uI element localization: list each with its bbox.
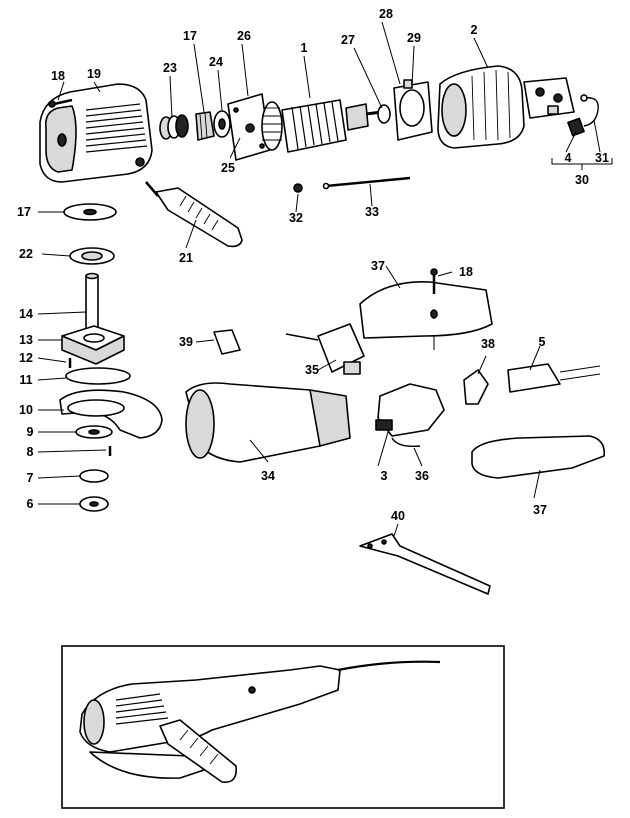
callout-13: 13 xyxy=(19,333,33,347)
gear-head-housing-19 xyxy=(39,83,153,183)
callout-35: 35 xyxy=(305,363,319,377)
callout-10: 10 xyxy=(19,403,33,417)
washer-22 xyxy=(69,247,115,265)
switch-3 xyxy=(375,383,445,437)
callout-25: 25 xyxy=(221,161,235,175)
callout-23: 23 xyxy=(163,61,177,75)
o-ring-11 xyxy=(65,367,131,385)
callout-21: 21 xyxy=(179,251,193,265)
stator-2 xyxy=(437,65,525,149)
long-screw-33 xyxy=(322,176,411,190)
callout-39: 39 xyxy=(179,335,193,349)
cord-5 xyxy=(507,363,601,393)
callout-4: 4 xyxy=(565,151,572,165)
callout-30: 30 xyxy=(575,173,589,187)
assembled-grinder-drawing xyxy=(79,660,441,783)
callout-12: 12 xyxy=(19,351,33,365)
callout-32: 32 xyxy=(289,211,303,225)
callout-34: 34 xyxy=(261,469,275,483)
brush-spring-31 xyxy=(580,94,599,127)
callouts: 1 2 3 4 5 6 7 8 9 10 11 12 13 14 17 17 1… xyxy=(17,7,609,523)
callout-17-top: 17 xyxy=(183,29,197,43)
callout-18-right: 18 xyxy=(459,265,473,279)
bracket-30 xyxy=(551,158,613,170)
spanner-40 xyxy=(359,533,491,595)
callout-26: 26 xyxy=(237,29,251,43)
callout-1: 1 xyxy=(301,41,308,55)
callout-14: 14 xyxy=(19,307,33,321)
motor-housing-34 xyxy=(185,382,351,463)
screw-18-right xyxy=(430,268,438,294)
callout-6: 6 xyxy=(27,497,34,511)
callout-31: 31 xyxy=(595,151,609,165)
callout-19: 19 xyxy=(87,67,101,81)
callout-37-bottom: 37 xyxy=(533,503,547,517)
callout-8: 8 xyxy=(27,445,34,459)
callout-5: 5 xyxy=(539,335,546,349)
bearing-housing-13 xyxy=(61,325,125,365)
clip-39 xyxy=(213,329,241,355)
clamp-plate-9 xyxy=(75,425,113,439)
callout-27: 27 xyxy=(341,33,355,47)
callout-22: 22 xyxy=(19,247,33,261)
callout-9: 9 xyxy=(27,425,34,439)
brush-ring-28-29 xyxy=(393,79,433,141)
callout-37-top: 37 xyxy=(371,259,385,273)
callout-40: 40 xyxy=(391,509,405,523)
bearing-27 xyxy=(377,104,391,124)
handle-half-37-bottom xyxy=(471,435,606,479)
clamp-nut-6 xyxy=(79,496,109,512)
carbon-brush-4 xyxy=(567,117,585,137)
callout-11: 11 xyxy=(19,373,32,387)
callout-36: 36 xyxy=(415,469,429,483)
callout-29: 29 xyxy=(407,31,421,45)
cord-clamp-38 xyxy=(463,369,489,405)
suppressor-35 xyxy=(285,323,365,375)
screw-18-top xyxy=(48,98,73,108)
inner-flange-7 xyxy=(79,469,109,483)
callout-3: 3 xyxy=(381,469,388,483)
callout-28: 28 xyxy=(379,7,393,21)
fan-baffle-plate-26 xyxy=(227,93,271,161)
callout-17-lower: 17 xyxy=(17,205,31,219)
callout-2: 2 xyxy=(471,23,478,37)
leader-lines xyxy=(37,21,601,537)
switch-cover-37-top xyxy=(359,281,493,350)
spindle-14 xyxy=(85,272,99,335)
wheel-guard-10 xyxy=(59,389,163,439)
wire-36 xyxy=(391,437,421,448)
side-handle-21 xyxy=(145,181,243,248)
callout-33: 33 xyxy=(365,205,379,219)
bearing-24 xyxy=(213,110,231,138)
callout-18-top: 18 xyxy=(51,69,65,83)
gear-17-lower xyxy=(63,203,117,221)
pinion-gear-17-top xyxy=(195,111,215,141)
screw-32 xyxy=(293,183,303,193)
callout-38: 38 xyxy=(481,337,495,351)
brush-holder-assembly xyxy=(523,77,575,119)
callout-7: 7 xyxy=(27,471,34,485)
bearing-stack-23 xyxy=(159,114,189,140)
armature-1 xyxy=(261,99,383,153)
assembled-view-inset xyxy=(61,645,505,809)
callout-24: 24 xyxy=(209,55,223,69)
